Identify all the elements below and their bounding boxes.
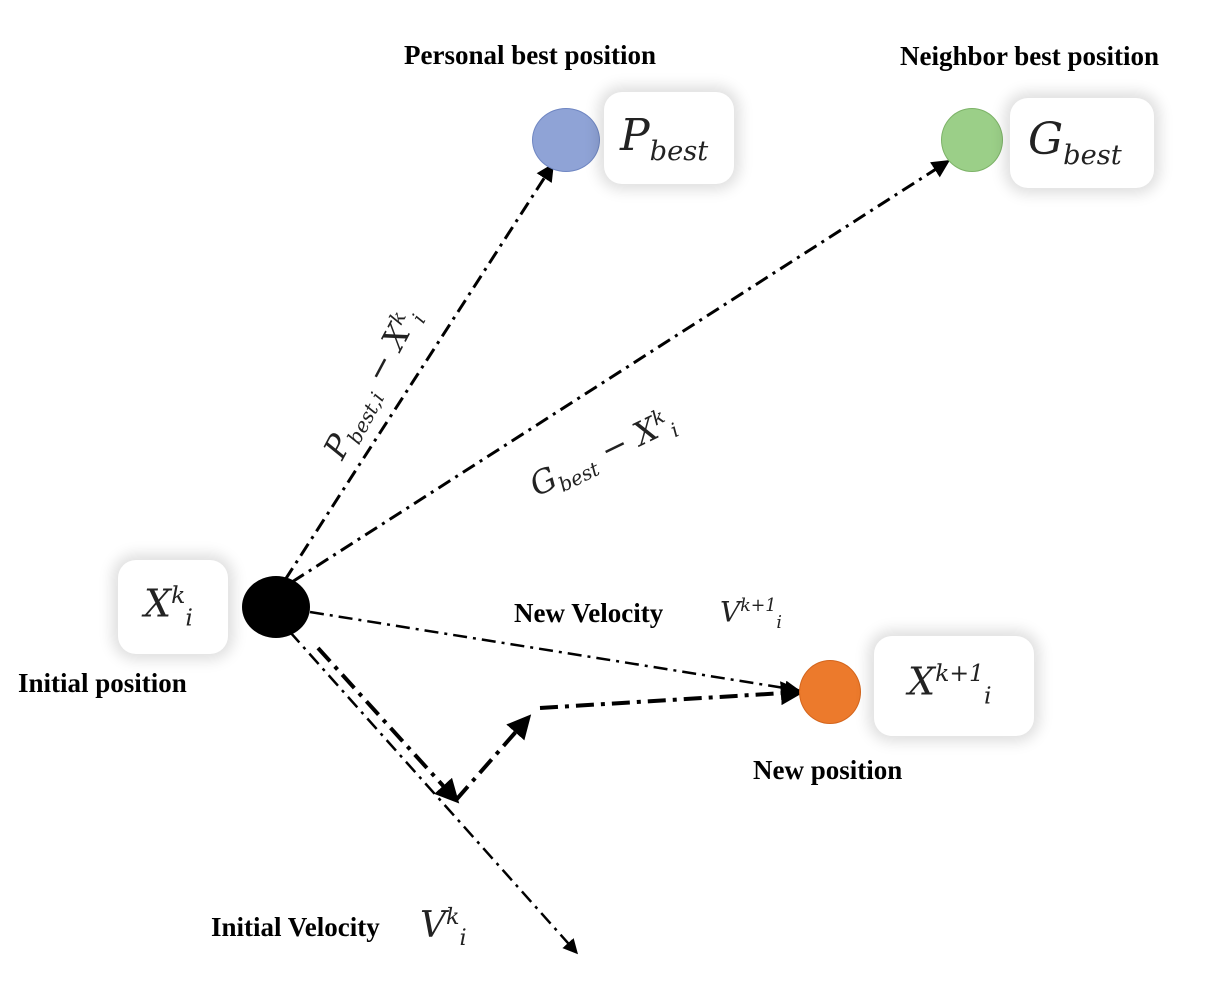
initial-position-card: Xki	[118, 560, 228, 654]
new-velocity-symbol: Vk+1i	[720, 595, 782, 633]
neighbor-best-label: Neighbor best position	[900, 41, 1160, 71]
initial-velocity-label: Initial Velocity	[211, 912, 380, 942]
initial-position-node	[242, 576, 310, 638]
pbest-vector-arrow	[283, 162, 554, 581]
personal-best-label: Personal best position	[404, 40, 657, 70]
pbest-symbol: Pbest	[620, 110, 709, 167]
initial-velocity-symbol: Vki	[420, 904, 467, 952]
gbest-symbol: Gbest	[1028, 114, 1122, 171]
pbest-node	[532, 108, 600, 172]
new-velocity-arrow	[309, 610, 800, 696]
gbest-node	[941, 108, 1003, 172]
gbest-vector-arrow	[291, 160, 951, 584]
new-position-label: New position	[753, 755, 903, 785]
new-velocity-label: New Velocity	[514, 598, 664, 628]
pbest-card: Pbest	[604, 92, 734, 184]
initial-position-symbol: Xki	[144, 581, 193, 632]
social-path-arrow	[539, 681, 805, 710]
inertia-arrow	[316, 646, 460, 804]
new-position-card: Xk+1i	[874, 636, 1034, 736]
new-position-node	[799, 660, 861, 724]
initial-position-label: Initial position	[18, 668, 187, 698]
gbest-card: Gbest	[1010, 98, 1154, 188]
new-position-symbol: Xk+1i	[908, 659, 992, 710]
initial-velocity-arrow	[289, 631, 578, 955]
cognitive-return-arrow	[454, 714, 532, 802]
